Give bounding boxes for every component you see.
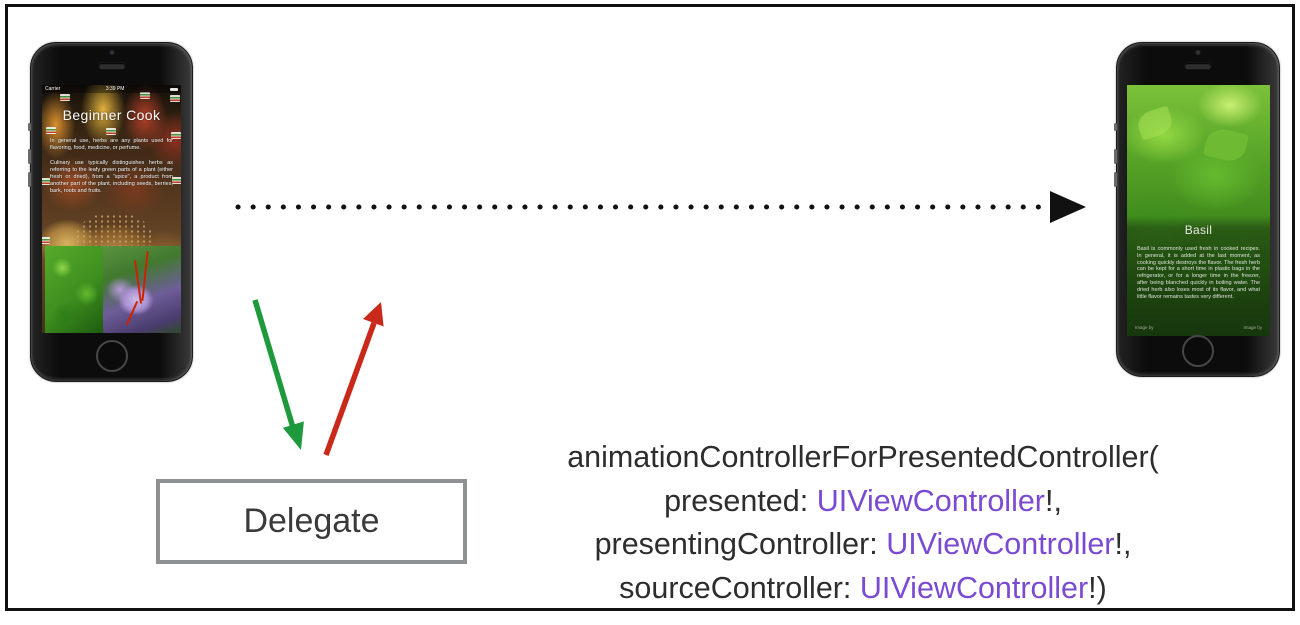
price-tag bbox=[171, 132, 181, 139]
basil-leaf bbox=[1202, 125, 1249, 165]
image-credit-left: Image by bbox=[1135, 325, 1154, 330]
front-camera-icon bbox=[109, 50, 114, 55]
volume-up-button bbox=[28, 149, 31, 164]
front-camera-icon bbox=[1195, 50, 1201, 55]
price-tag bbox=[170, 95, 180, 102]
price-tag bbox=[106, 128, 116, 135]
type-uiviewcontroller: UIViewController bbox=[816, 483, 1045, 518]
green-arrowhead-icon bbox=[282, 421, 304, 450]
earpiece-speaker bbox=[98, 63, 125, 69]
herb-intro-text: In general use, herbs are any plants use… bbox=[50, 138, 173, 151]
basil-description-text: Basil is commonly used fresh in cooked r… bbox=[1137, 246, 1260, 300]
home-button bbox=[1182, 335, 1214, 367]
battery-icon bbox=[170, 87, 178, 91]
saffron-stigma bbox=[125, 300, 138, 326]
code-line-4: sourceController: UIViewController!) bbox=[619, 570, 1107, 605]
saffron-stigma bbox=[134, 260, 142, 304]
clock-label: 3:39 PM bbox=[105, 86, 125, 92]
text-overlay bbox=[1127, 216, 1270, 336]
app-title: Beginner Cook bbox=[62, 107, 161, 123]
delegate-box: Delegate bbox=[156, 479, 467, 564]
price-tag bbox=[46, 127, 56, 134]
method-signature: animationControllerForPresentedControlle… bbox=[513, 436, 1213, 610]
beginner-cook-screen: Carrier 3:39 PM Beginner Cook In general… bbox=[42, 85, 181, 333]
basil-detail-screen: Basil Basil is commonly used fresh in co… bbox=[1127, 85, 1270, 336]
saffron-stigma bbox=[140, 251, 148, 302]
basil-thumbnail bbox=[45, 246, 103, 333]
price-tag bbox=[42, 237, 50, 244]
price-tag bbox=[42, 178, 50, 185]
volume-up-button bbox=[1114, 149, 1117, 164]
diagram-frame: Carrier 3:39 PM Beginner Cook In general… bbox=[5, 4, 1295, 611]
type-uiviewcontroller: UIViewController bbox=[886, 527, 1115, 561]
delegate-label: Delegate bbox=[243, 502, 380, 540]
mute-switch bbox=[28, 123, 31, 131]
type-uiviewcontroller: UIViewController bbox=[859, 570, 1089, 605]
price-tag bbox=[140, 92, 150, 99]
basil-leaf bbox=[1135, 105, 1176, 141]
iphone-left: Carrier 3:39 PM Beginner Cook In general… bbox=[28, 42, 193, 382]
code-line-2: presented: UIViewController!, bbox=[664, 483, 1062, 518]
price-tag bbox=[60, 94, 70, 101]
volume-down-button bbox=[28, 172, 31, 187]
home-button bbox=[95, 340, 128, 372]
carrier-label: Carrier bbox=[45, 86, 61, 92]
code-line-3: presentingController: UIViewController!, bbox=[594, 527, 1132, 561]
delegate-return-arrow-red bbox=[323, 322, 377, 456]
red-arrowhead-icon bbox=[363, 302, 384, 327]
volume-down-button bbox=[1114, 172, 1117, 187]
basil-photo bbox=[1127, 85, 1270, 336]
herb-thumbnails bbox=[45, 246, 181, 333]
iphone-right: Basil Basil is commonly used fresh in co… bbox=[1114, 42, 1280, 377]
dotted-arrowhead-icon bbox=[1050, 191, 1086, 223]
image-credit-right: Image by bbox=[1243, 325, 1262, 330]
saffron-thumbnail bbox=[103, 246, 181, 333]
mute-switch bbox=[1114, 123, 1117, 131]
herb-detail-text: Culinary use typically distinguishes her… bbox=[50, 160, 173, 194]
earpiece-speaker bbox=[1185, 63, 1211, 69]
price-tag bbox=[172, 177, 181, 184]
delegate-call-arrow-green bbox=[252, 299, 297, 432]
status-bar: Carrier 3:39 PM bbox=[42, 85, 181, 93]
herb-title: Basil bbox=[1184, 223, 1213, 237]
code-line-1: animationControllerForPresentedControlle… bbox=[567, 440, 1159, 474]
